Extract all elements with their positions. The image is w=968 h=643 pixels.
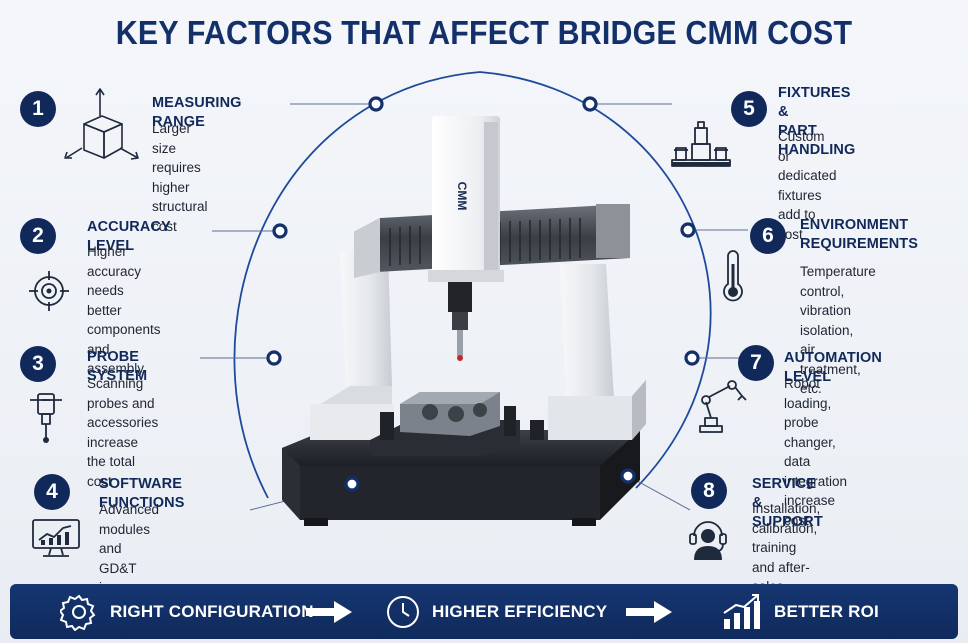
banner-item-efficiency: HIGHER EFFICIENCY <box>386 584 607 639</box>
factor-number-badge: 1 <box>20 91 56 127</box>
crosshair-icon <box>29 271 69 311</box>
growth-chart-icon <box>723 593 760 629</box>
factor-title: FIXTURES & PART HANDLING <box>778 85 856 158</box>
factor-description: Robot loading, probe changer, data integ… <box>784 376 848 528</box>
factor-number-badge: 2 <box>20 218 56 254</box>
factor-description: Custom or dedicated fixtures add to cost <box>778 129 837 242</box>
gear-icon <box>60 594 96 631</box>
clock-icon <box>387 595 419 628</box>
robot-arm-icon <box>699 380 747 433</box>
factor-number-badge: 4 <box>34 474 70 510</box>
fixture-icon <box>671 121 731 167</box>
factor-title: MEASURING RANGE <box>152 95 242 130</box>
factor-title: PROBE SYSTEM <box>87 349 148 384</box>
connector-arc <box>233 71 712 499</box>
factor-description: Scanning probes and accessories increase… <box>87 376 159 489</box>
factor-number-badge: 3 <box>20 346 56 382</box>
cmm-machine <box>282 116 646 526</box>
arrow-right-icon <box>306 601 352 623</box>
banner-item-configuration: RIGHT CONFIGURATION <box>60 584 314 639</box>
banner-label: HIGHER EFFICIENCY <box>432 601 608 621</box>
machine-label: CMM <box>455 182 469 211</box>
support-agent-icon <box>689 521 727 560</box>
factor-number-badge: 8 <box>691 473 727 509</box>
banner-item-roi: BETTER ROI <box>722 584 879 639</box>
factor-description: Higher accuracy needs better components … <box>87 244 161 376</box>
cube-axes-icon <box>64 88 139 160</box>
factor-title: SERVICE & SUPPORT <box>752 476 823 530</box>
factor-description: Larger size requires higher structural c… <box>152 121 208 234</box>
factor-description: Temperature control, vibration isolation… <box>800 264 876 396</box>
factor-title: SOFTWARE FUNCTIONS <box>99 476 185 511</box>
factor-title: ENVIRONMENT REQUIREMENTS <box>800 217 919 252</box>
banner-label: BETTER ROI <box>774 601 879 621</box>
factor-number-badge: 5 <box>731 91 767 127</box>
thermometer-icon <box>723 250 743 302</box>
factor-number-badge: 7 <box>738 345 774 381</box>
monitor-chart-icon <box>32 519 80 557</box>
probe-icon <box>30 393 62 443</box>
page-title: KEY FACTORS THAT AFFECT BRIDGE CMM COST <box>115 14 853 51</box>
factor-title: ACCURACY LEVEL <box>87 219 171 254</box>
factor-title: AUTOMATION LEVEL <box>784 350 882 385</box>
factor-number-badge: 6 <box>750 218 786 254</box>
arrow-right-icon <box>626 601 672 623</box>
banner-label: RIGHT CONFIGURATION <box>110 601 314 621</box>
benefits-banner: RIGHT CONFIGURATION HIGHER EFFICIENCY <box>10 584 958 639</box>
